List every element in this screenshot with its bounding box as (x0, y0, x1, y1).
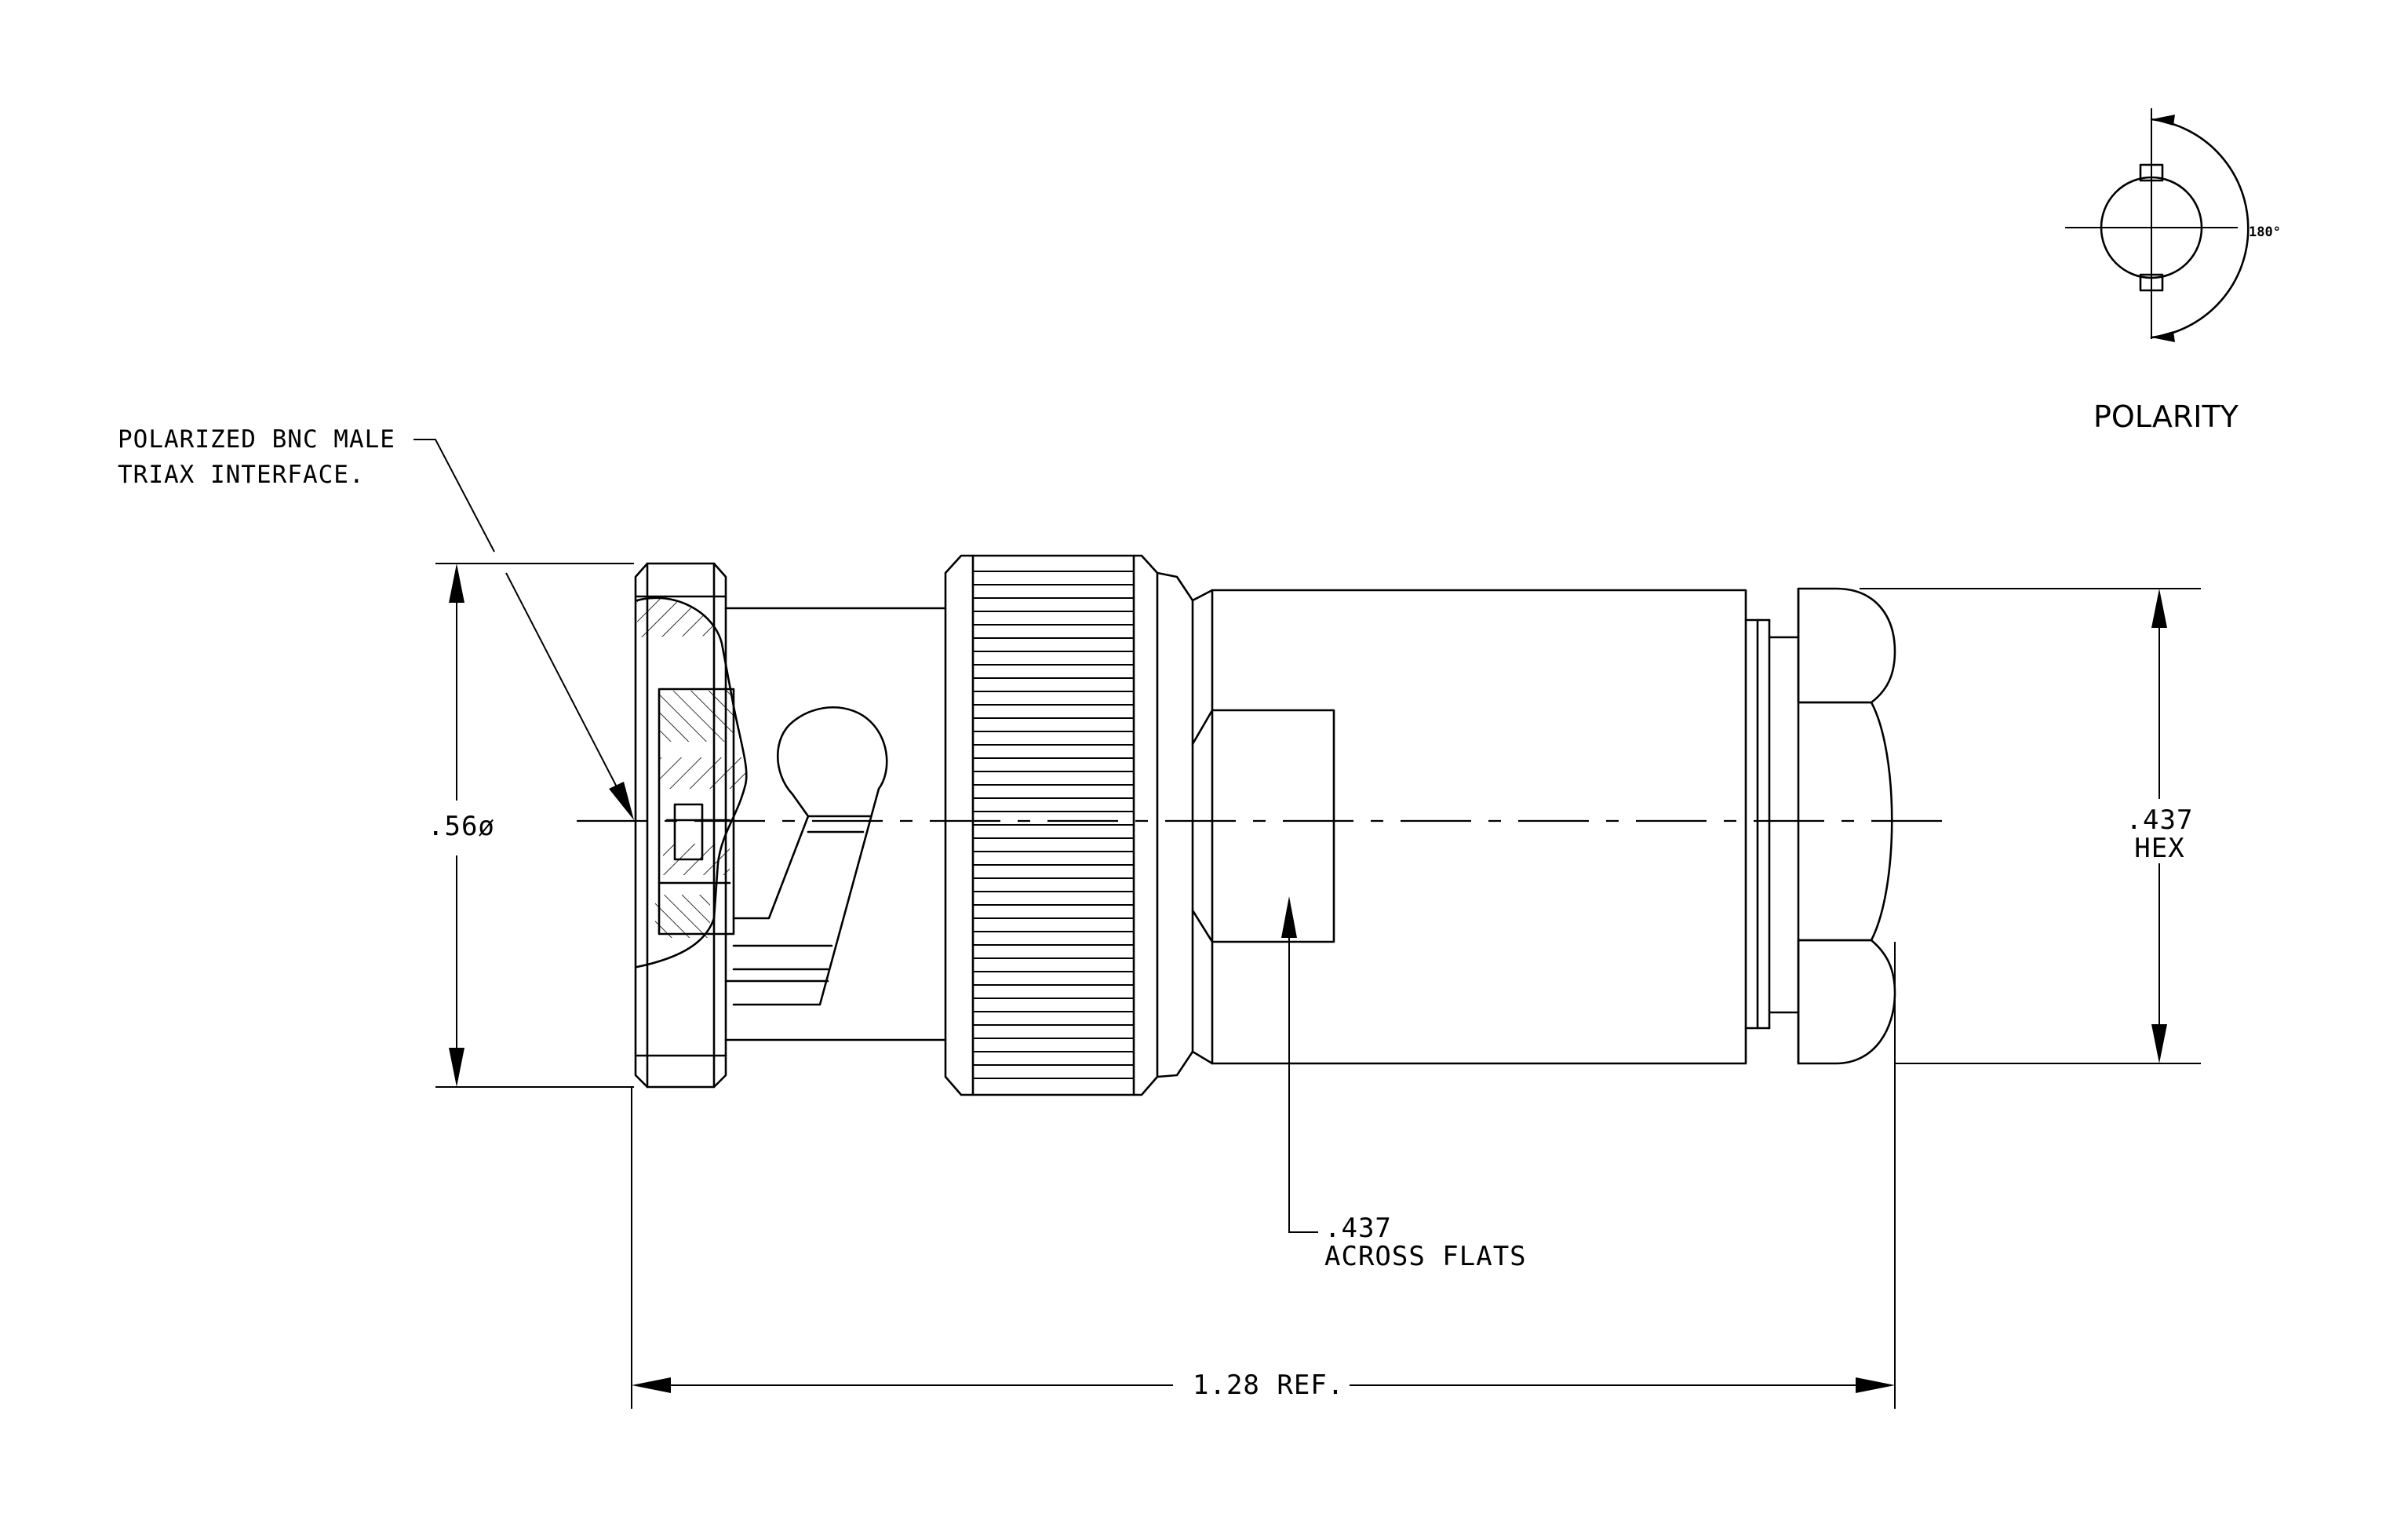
dimension-length (631, 942, 1896, 1409)
interface-note-line2: TRIAX INTERFACE. (118, 461, 365, 489)
bayonet-sleeve (634, 562, 748, 1089)
polarity-title: POLARITY (2093, 399, 2239, 434)
polarity-arrow-top (2151, 115, 2175, 126)
rear-hex-nut (1797, 587, 1896, 1065)
leader-interface (413, 439, 634, 820)
polarity-angle-label: 180° (2249, 224, 2281, 240)
hex-unit-label: HEX (2134, 833, 2185, 864)
bayonet-body (724, 607, 947, 1041)
dimension-diameter (435, 563, 634, 1088)
diameter-label: .56ø (428, 811, 495, 842)
flats-unit-label: ACROSS FLATS (1324, 1241, 1527, 1272)
knurled-nut (944, 554, 1159, 1096)
hex-value-label: .437 (2126, 804, 2194, 836)
length-label: 1.28 REF. (1193, 1370, 1345, 1401)
leader-flats (1281, 896, 1318, 1233)
crimp-body (1156, 571, 1800, 1078)
polarity-symbol (2065, 108, 2250, 342)
polarity-arrow-bottom (2151, 331, 2175, 342)
dimension-hex (1860, 588, 2201, 1064)
interface-note-line1: POLARIZED BNC MALE (118, 425, 395, 454)
flats-value-label: .437 (1324, 1213, 1392, 1244)
